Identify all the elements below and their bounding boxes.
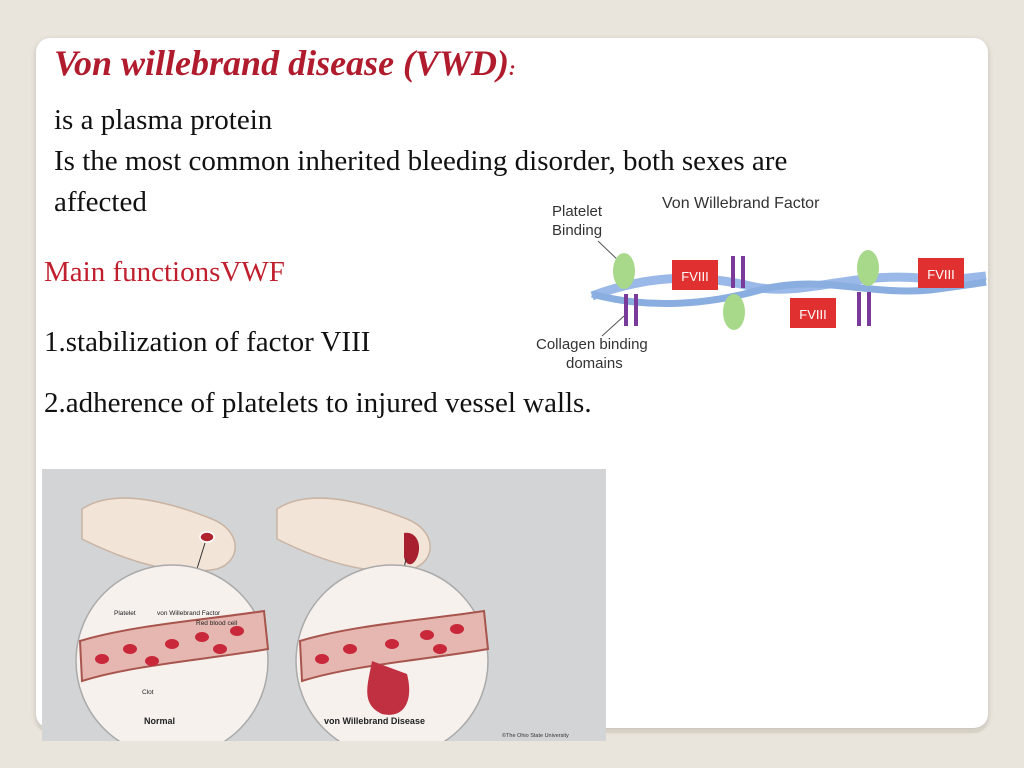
normal-red-blood-cells	[95, 626, 244, 666]
platelet-icon	[613, 253, 635, 289]
collagen-label-2: domains	[566, 355, 623, 372]
collagen-label-1: Collagen binding	[536, 336, 648, 353]
vwd-bleed-drop	[367, 661, 410, 715]
definition-line-3: affected	[54, 186, 147, 218]
vwf-structure-diagram: Von Willebrand Factor Platelet Binding F…	[536, 195, 987, 372]
function-item-2: 2.adherence of platelets to injured vess…	[44, 387, 592, 419]
function-item-1: 1.stabilization of factor VIII	[44, 326, 371, 358]
platelet-icon	[723, 294, 745, 330]
illustration-credit: ©The Ohio State University	[502, 732, 569, 739]
definition-line-2: Is the most common inherited bleeding di…	[54, 145, 788, 177]
collagen-bar-icon	[731, 256, 735, 288]
platelet-binding-label-2: Binding	[552, 222, 602, 239]
collagen-bar-icon	[857, 292, 861, 326]
label-vwf: von Willebrand Factor	[157, 610, 221, 617]
slide-title: Von willebrand disease (VWD):	[54, 42, 516, 84]
collagen-pointer-line	[601, 315, 625, 337]
bleeding-illustration: Platelet von Willebrand Factor Red blood…	[42, 469, 606, 741]
collagen-bar-icon	[741, 256, 745, 288]
fviii-label-2: FVIII	[799, 307, 826, 322]
diagram-title: Von Willebrand Factor	[662, 195, 820, 212]
platelet-binding-label-1: Platelet	[552, 203, 603, 220]
slide-title-colon: :	[509, 58, 516, 80]
collagen-bar-icon	[624, 294, 628, 326]
definition-line-1: is a plasma protein	[54, 104, 273, 136]
normal-finger-icon	[81, 497, 236, 572]
vwd-red-blood-cells	[315, 624, 464, 664]
section-heading: Main functionsVWF	[44, 256, 285, 288]
label-platelet: Platelet	[114, 610, 136, 617]
normal-caption: Normal	[144, 716, 175, 726]
fviii-label-3: FVIII	[927, 267, 954, 282]
collagen-bar-icon	[867, 292, 871, 326]
label-rbc: Red blood cell	[196, 620, 238, 627]
fviii-box-3	[918, 258, 964, 288]
platelet-icon	[857, 250, 879, 286]
label-clot: Clot	[142, 689, 154, 696]
slide-title-text: Von willebrand disease (VWD)	[54, 43, 510, 83]
fviii-label-1: FVIII	[681, 269, 708, 284]
fviii-box-1	[672, 260, 718, 290]
vwd-caption: von Willebrand Disease	[324, 716, 425, 726]
collagen-bar-icon	[634, 294, 638, 326]
fviii-box-2	[790, 298, 836, 328]
vwd-finger-icon	[276, 497, 431, 572]
